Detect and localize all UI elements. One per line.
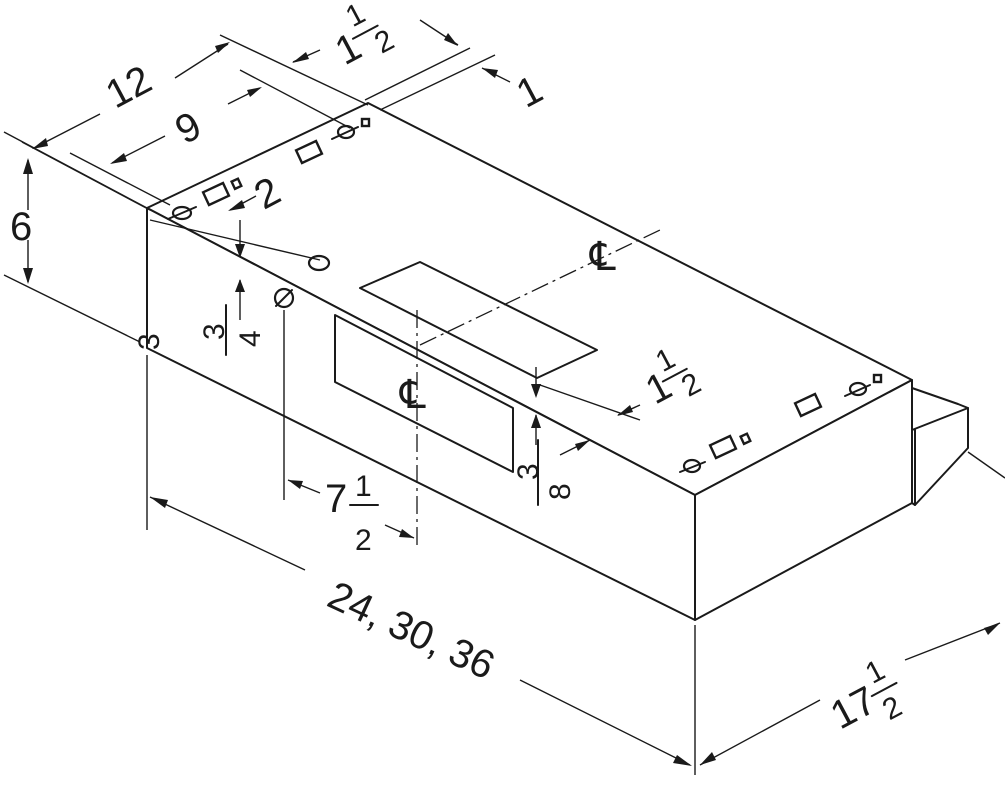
svg-text:8: 8 xyxy=(544,483,577,500)
front-features xyxy=(334,314,514,473)
front-offset-3-4: 3 4 xyxy=(198,304,267,356)
extension-lines xyxy=(3,34,1005,775)
width-label: 24, 30, 36 xyxy=(321,573,501,688)
front-window xyxy=(334,314,514,473)
svg-text:3: 3 xyxy=(198,323,231,340)
centerline-symbol-front: ℄ xyxy=(399,373,426,417)
svg-text:7: 7 xyxy=(325,477,347,521)
top-depth-9-label: 9 xyxy=(168,103,208,152)
front-offset-3-4-label: 3 xyxy=(133,333,166,350)
top-depth-12-label: 12 xyxy=(99,57,159,117)
top-features xyxy=(167,117,883,474)
svg-text:2: 2 xyxy=(877,690,907,727)
knockout-left-front xyxy=(167,177,243,221)
height-label: 6 xyxy=(10,205,32,249)
knockout-right-front xyxy=(679,432,752,474)
centerline-symbol-top: ℄ xyxy=(589,235,616,279)
svg-text:1: 1 xyxy=(328,24,368,73)
svg-text:4: 4 xyxy=(234,330,267,347)
rear-flange xyxy=(911,387,969,506)
top-hole-front xyxy=(307,254,331,272)
rear-offset-1-label: 1 xyxy=(509,67,549,116)
svg-text:1: 1 xyxy=(355,470,372,503)
svg-text:2: 2 xyxy=(355,524,372,557)
dimension-lines xyxy=(23,19,1001,766)
depth-dim-line xyxy=(699,699,821,766)
rear-flange-edge xyxy=(911,407,969,431)
svg-text:2: 2 xyxy=(369,23,399,60)
top-centerline xyxy=(419,229,661,346)
depth-label: 17 1 2 xyxy=(824,654,908,738)
knockout-right-rear xyxy=(793,373,883,418)
svg-text:3: 3 xyxy=(133,333,166,350)
rear-offset-label: 1 1 2 xyxy=(328,0,399,74)
width-dim-line xyxy=(149,496,306,571)
center-offset-label: 7 1 2 xyxy=(325,470,379,557)
centerlines: ℄ ℄ xyxy=(399,229,661,545)
bottom-3-8-label: 3 8 xyxy=(512,439,577,506)
top-duct-opening xyxy=(359,261,598,379)
svg-text:3: 3 xyxy=(512,463,545,480)
